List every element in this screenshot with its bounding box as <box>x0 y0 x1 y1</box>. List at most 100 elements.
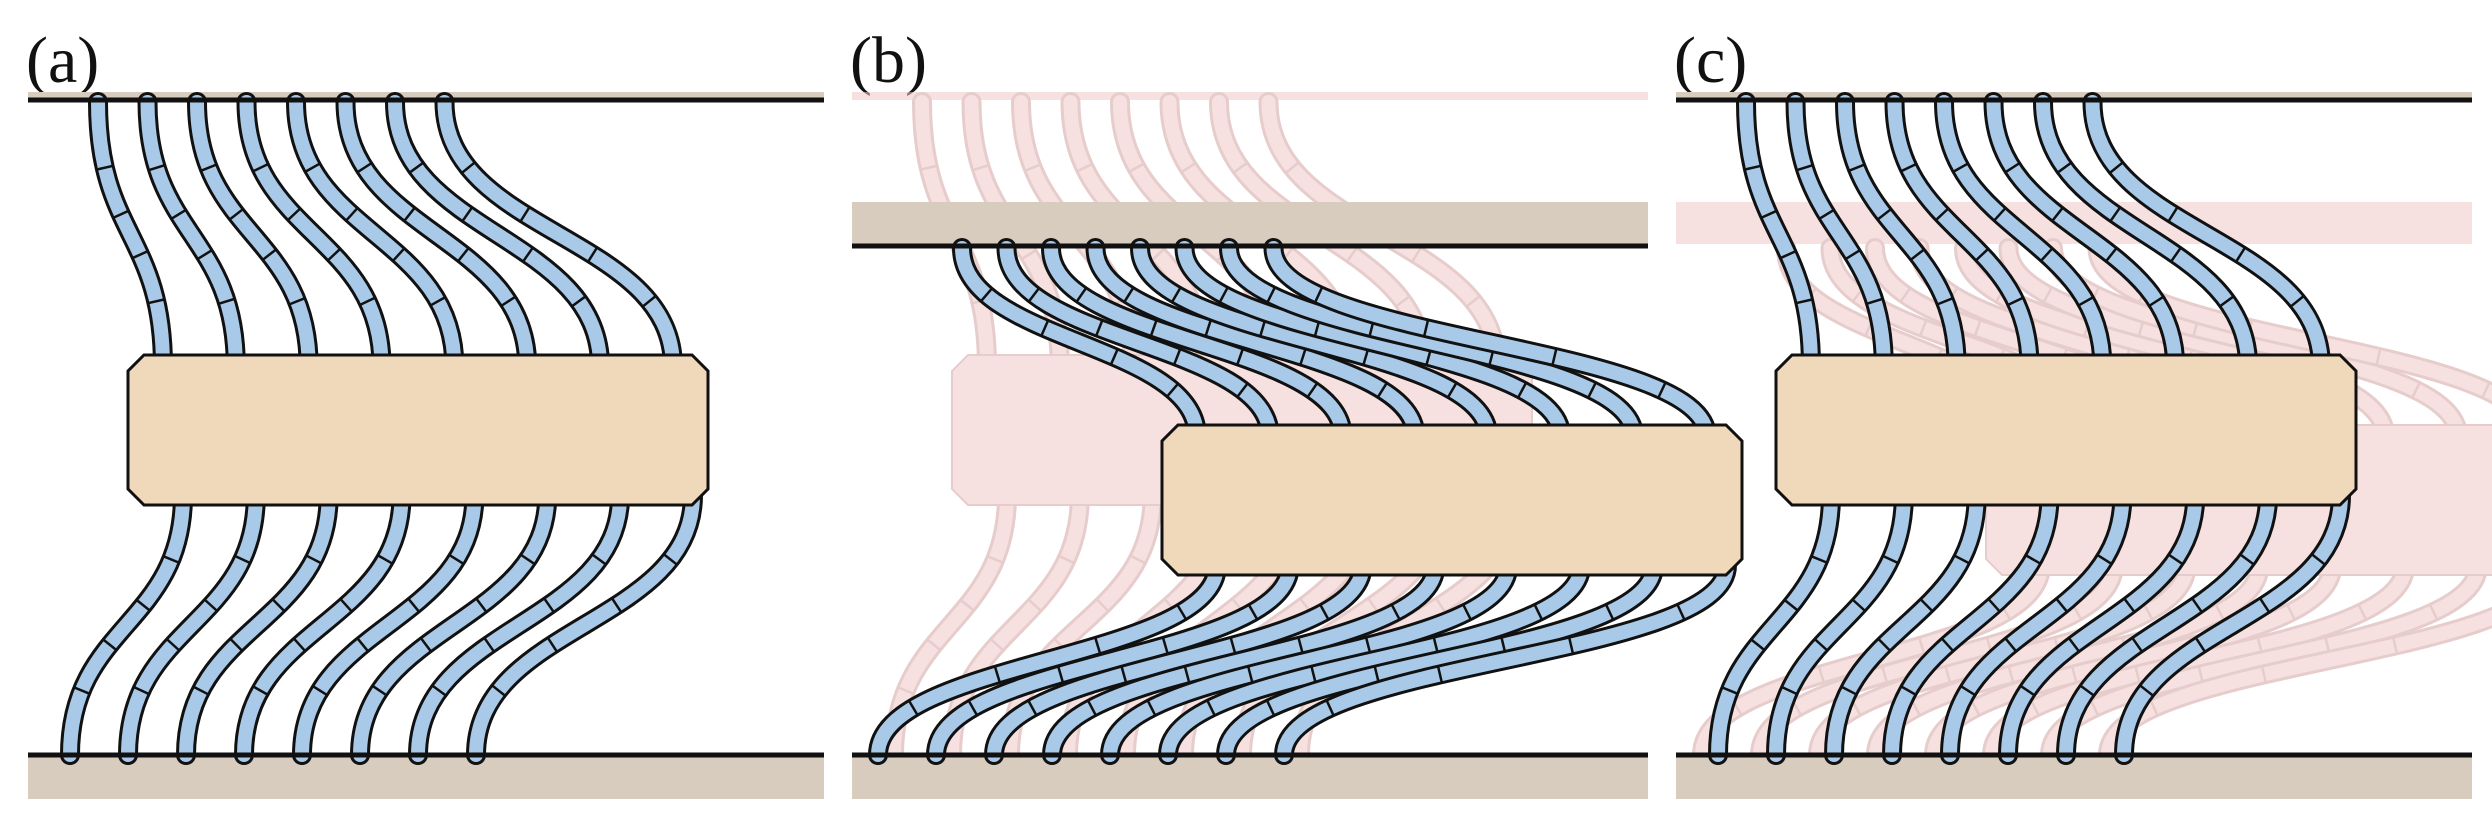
a-upper-fiber-segment <box>327 248 341 262</box>
b-upper-fiber-segment <box>1236 348 1244 365</box>
b-lower-fiber-body <box>987 558 1370 762</box>
c-lower-fiber-segment <box>1941 637 1954 652</box>
a-lower-fiber-segment <box>356 637 369 652</box>
c-lower-fiber-segment <box>2259 597 2271 613</box>
top-plate-edge <box>28 92 824 100</box>
a-upper-fiber-segment <box>252 163 269 173</box>
b-ghost-upper-fiber-segment <box>1285 161 1300 174</box>
b-upper-fiber-body <box>1222 241 1642 444</box>
b-ghost-upper-fiber-segment <box>1151 248 1165 262</box>
a-upper-fiber-segment <box>409 161 424 174</box>
c-lower-fiber-segment <box>1781 686 1798 696</box>
a-lower-fiber-segment <box>611 597 623 613</box>
a-upper-fiber-segment <box>403 207 416 222</box>
c-ghost-upper-fiber-body <box>2001 241 2393 444</box>
b-lower-fiber-segment <box>1176 604 1187 620</box>
b-lower-fiber-body <box>1045 558 1443 762</box>
c-ghost-lower-fiber-segment <box>2429 604 2439 620</box>
b-upper-fiber-body <box>955 241 1204 444</box>
c-lower-fiber <box>1708 485 1841 765</box>
c-upper-fiber-segment <box>2105 247 2118 262</box>
b-lower-fiber <box>1274 555 1737 765</box>
c-ghost-lower-fiber-segment <box>1944 666 1952 683</box>
c-ghost-lower-fiber-segment <box>2214 604 2225 620</box>
b-upper-fiber-segment <box>1028 287 1040 302</box>
a-upper-fiber-body <box>140 95 243 374</box>
a-upper-fiber <box>434 92 683 377</box>
c-upper-fiber-segment <box>1761 209 1777 219</box>
a-upper-fiber-segment <box>642 295 657 308</box>
b-upper-fiber-segment <box>1657 382 1667 398</box>
c-lower-fiber-segment <box>2194 637 2206 653</box>
b-lower-fiber <box>1216 555 1665 765</box>
a-lower-fiber-segment <box>229 638 243 652</box>
b-ghost-upper-fiber-segment <box>972 164 989 172</box>
a-upper-fiber-segment <box>262 248 277 261</box>
b-lower-fiber-segment <box>1462 604 1472 620</box>
b-lower-fiber-body <box>929 558 1297 762</box>
c-upper-fiber <box>2033 92 2259 377</box>
c-lower-fiber-segment <box>2239 553 2255 566</box>
b-lower-fiber-segment <box>1605 604 1615 620</box>
c-upper-fiber-body <box>2036 95 2256 374</box>
a-lower-fiber-segment <box>546 637 558 653</box>
c-ghost-lower-fiber-segment <box>2286 604 2296 620</box>
b-lower-fiber-segment <box>993 666 1001 683</box>
a-upper-fiber-segment <box>392 247 405 262</box>
a-upper-fiber-segment <box>430 296 446 307</box>
b-lower-fiber-segment <box>1364 637 1372 654</box>
c-lower-fiber-segment <box>1750 638 1765 651</box>
c-lower-fiber-segment <box>1814 638 1828 652</box>
b-lower-fiber-segment <box>1120 666 1128 683</box>
b-lower-fiber <box>868 555 1227 765</box>
panel-b-label: (b) <box>850 24 927 97</box>
a-lower-fiber-segment <box>271 598 285 612</box>
panel-c-drawing <box>1676 92 2492 799</box>
a-upper-fiber-segment <box>457 247 470 262</box>
a-upper-fiber-segment <box>357 162 372 174</box>
c-lower-fiber-segment <box>2055 598 2068 613</box>
b-ghost-lower-fiber-segment <box>990 638 1004 652</box>
b-lower-fiber-segment <box>1161 637 1169 654</box>
c-lower-fiber-body <box>1943 488 2130 762</box>
a-lower-fiber-segment <box>543 597 555 613</box>
b-lower-fiber-segment <box>1373 666 1380 683</box>
b-upper-fiber <box>996 238 1280 447</box>
a-lower-fiber-segment <box>193 685 209 696</box>
c-lower-fiber-segment <box>1919 598 1933 612</box>
c-ghost-lower-fiber-segment <box>1918 637 1926 654</box>
b-lower-fiber-segment <box>1310 666 1317 683</box>
a-upper-fiber-segment <box>522 247 534 262</box>
b-upper-fiber <box>952 238 1207 447</box>
a-lower-fiber-segment <box>520 553 536 566</box>
b-lower-fiber-segment <box>1297 637 1304 654</box>
a-lower-fiber-body <box>295 488 482 762</box>
b-upper-fiber-segment <box>1204 320 1212 337</box>
a-lower-fiber-segment <box>663 553 678 566</box>
b-lower-fiber-segment <box>1265 700 1276 716</box>
c-ghost-upper-fiber-segment <box>2042 287 2053 303</box>
b-upper-fiber-segment <box>1218 287 1229 303</box>
a-upper-fiber-segment <box>287 207 301 221</box>
c-lower-fiber <box>2056 485 2279 765</box>
b-ghost-lower-fiber-segment <box>1058 554 1075 564</box>
a-upper-fiber-segment <box>171 209 187 220</box>
b-upper-fiber-segment <box>1376 382 1388 398</box>
c-upper-fiber-segment <box>2219 295 2235 308</box>
c-lower-fiber-segment <box>2123 598 2136 613</box>
c-upper-fiber <box>2082 92 2331 377</box>
c-ghost-lower-fiber-segment <box>1970 700 1981 716</box>
bottom-plate <box>852 757 1648 799</box>
c-ghost-lower-fiber-segment <box>2071 666 2078 683</box>
a-upper-fiber-segment <box>229 208 244 221</box>
c-lower-fiber <box>1998 485 2206 765</box>
c-ghost-upper-fiber-segment <box>2411 382 2421 398</box>
a-upper-fiber-segment <box>197 249 213 260</box>
b-upper-fiber-segment <box>1173 348 1182 365</box>
bottom-plate <box>28 757 824 799</box>
b-upper-fiber-body <box>999 241 1277 444</box>
b-ghost-upper-fiber-segment <box>1466 295 1481 308</box>
c-lower-fiber-segment <box>2131 637 2143 653</box>
a-lower-fiber-segment <box>163 555 180 564</box>
b-upper-fiber-segment <box>1109 349 1119 365</box>
